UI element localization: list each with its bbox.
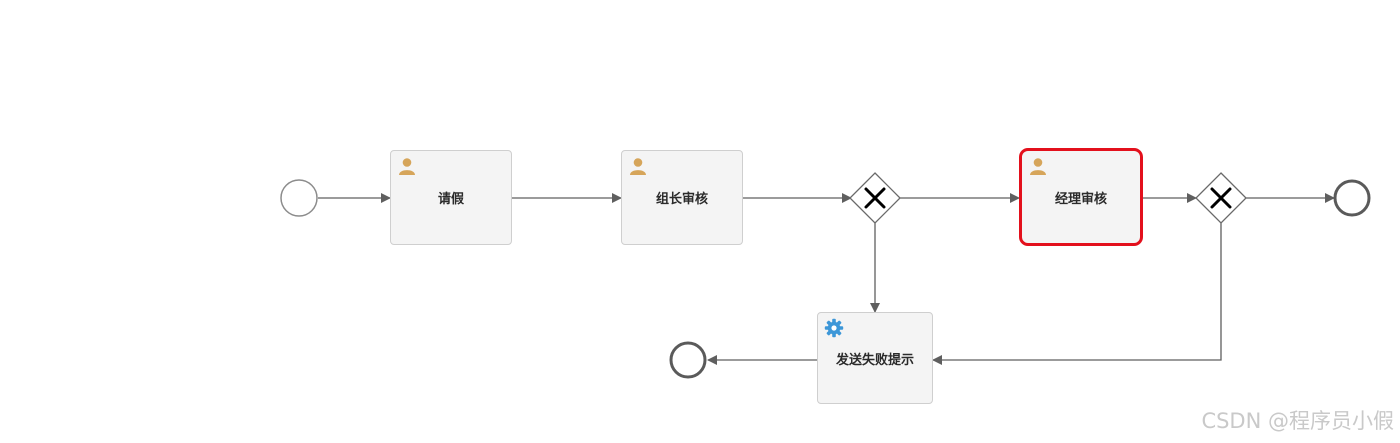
task-label: 发送失败提示 (835, 352, 914, 368)
user-icon (399, 158, 415, 175)
flow-gateway-to-send-failure-notice-return[interactable] (932, 223, 1222, 365)
task-label: 组长审核 (655, 192, 708, 207)
exclusive-gateway[interactable] (849, 172, 901, 224)
start-event[interactable] (280, 179, 318, 217)
task-label: 请假 (437, 192, 464, 207)
user-icon (630, 158, 646, 175)
user-icon (1030, 158, 1046, 175)
task-send-failure-notice[interactable]: 发送失败提示 (817, 312, 933, 404)
task-group-leader-review[interactable]: 组长审核 (621, 150, 743, 245)
task-label: 经理审核 (1054, 191, 1107, 207)
exclusive-gateway[interactable] (1195, 172, 1247, 224)
end-event[interactable] (669, 341, 707, 379)
gear-icon (824, 318, 844, 338)
watermark: CSDN @程序员小假 (1201, 409, 1394, 433)
task-manager-review[interactable]: 经理审核 (1019, 148, 1143, 246)
end-event[interactable] (1333, 179, 1371, 217)
sequence-flows (318, 193, 1335, 365)
task-leave-request[interactable]: 请假 (390, 150, 512, 245)
